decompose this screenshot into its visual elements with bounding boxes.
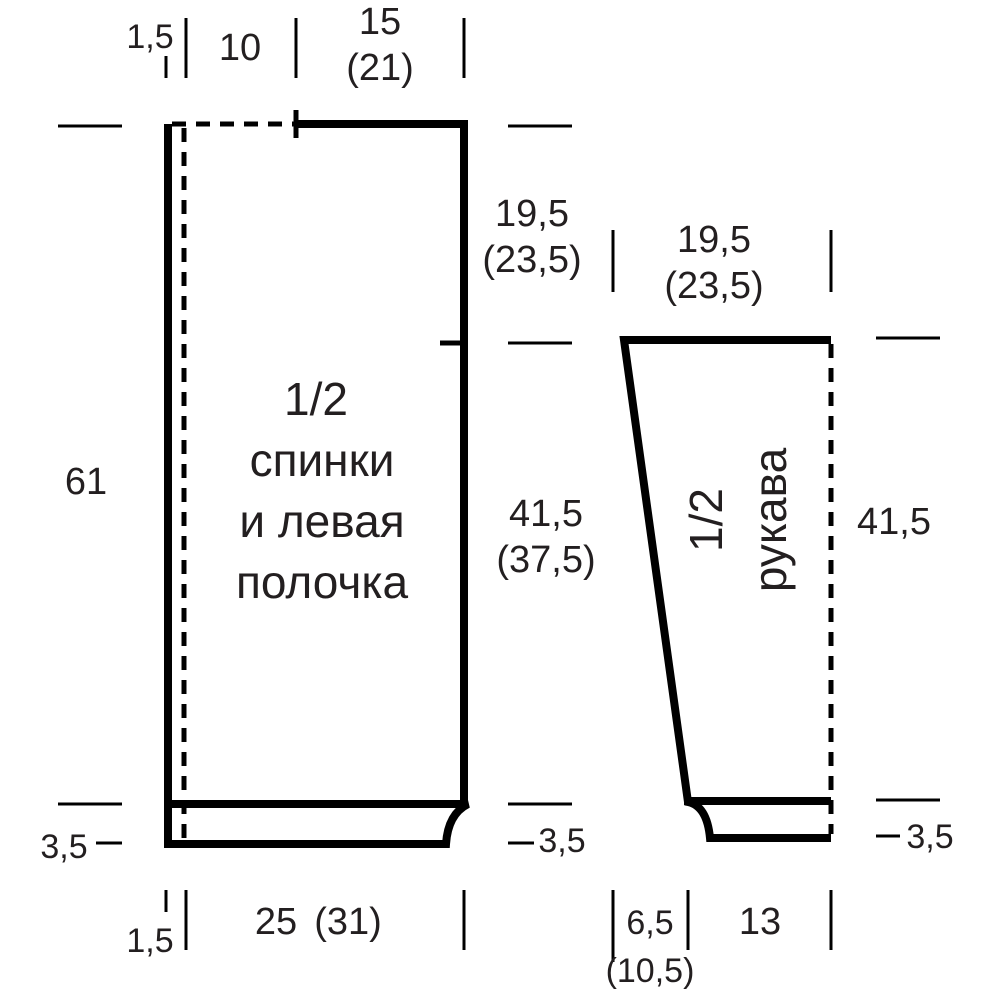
back-top-neck-label: 15 bbox=[359, 1, 401, 43]
back-piece: 1/2 спинки и левая полочка 1,5 10 15 (21… bbox=[40, 1, 595, 960]
back-line4: полочка bbox=[236, 556, 409, 608]
back-line3: и левая bbox=[239, 495, 404, 547]
sleeve-title: 1/2 bbox=[680, 488, 732, 552]
back-hem-left-label: 3,5 bbox=[40, 828, 87, 866]
back-outline bbox=[164, 120, 471, 848]
sleeve-bottom-slant-label: 6,5 bbox=[626, 904, 673, 942]
back-side-label: 41,5 bbox=[509, 493, 583, 535]
sleeve-piece: 1/2 рукава 19,5 (23,5) 41,5 3,5 6,5 (10,… bbox=[606, 219, 954, 990]
back-armhole-alt-label: (23,5) bbox=[482, 239, 581, 281]
back-top-neck-alt-label: (21) bbox=[346, 47, 414, 89]
back-bottom-width-alt-label: (31) bbox=[314, 901, 382, 943]
sleeve-top-width-alt-label: (23,5) bbox=[664, 265, 763, 307]
sleeve-top-width-label: 19,5 bbox=[677, 219, 751, 261]
back-top-edge-label: 1,5 bbox=[126, 18, 173, 56]
back-top-shoulder-label: 10 bbox=[219, 27, 261, 69]
back-armhole-label: 19,5 bbox=[495, 193, 569, 235]
back-title: 1/2 bbox=[284, 373, 348, 425]
sleeve-bottom-slant-alt-label: (10,5) bbox=[606, 952, 695, 990]
sleeve-length-label: 41,5 bbox=[857, 501, 931, 543]
sleeve-subtitle: рукава bbox=[744, 447, 796, 592]
sleeve-cuff-label: 3,5 bbox=[906, 818, 953, 856]
back-hem-right-label: 3,5 bbox=[538, 822, 585, 860]
back-height-label: 61 bbox=[65, 461, 107, 503]
sleeve-outline bbox=[619, 336, 831, 842]
sleeve-bottom-width-label: 13 bbox=[739, 901, 781, 943]
back-side-alt-label: (37,5) bbox=[496, 539, 595, 581]
back-line2: спинки bbox=[250, 434, 395, 486]
back-bottom-width-label: 25 bbox=[255, 901, 297, 943]
back-bottom-edge-label: 1,5 bbox=[126, 922, 173, 960]
